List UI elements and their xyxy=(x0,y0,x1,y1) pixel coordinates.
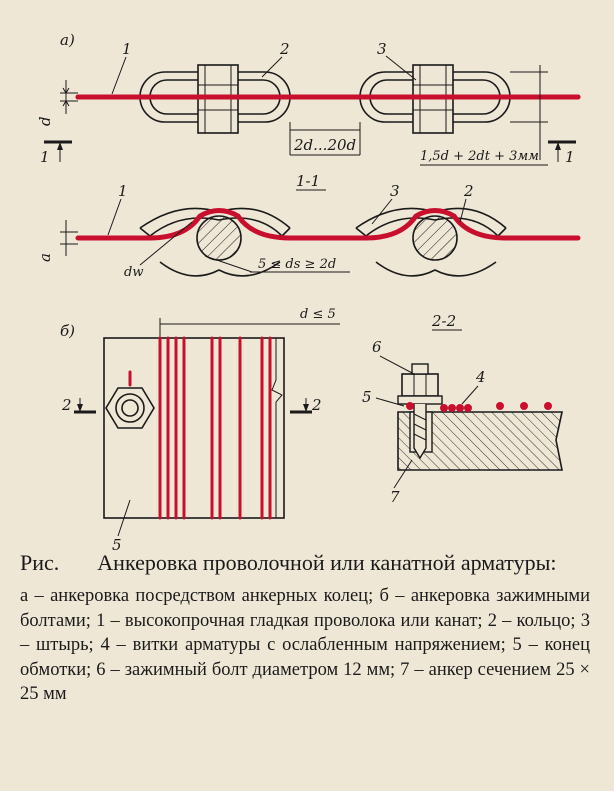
clamp-bolt-top-view xyxy=(105,387,155,429)
panel-label-a: а) xyxy=(60,31,75,49)
dim-spacing: 2d...20d xyxy=(293,136,356,154)
label-part-2-sec: 2 xyxy=(463,182,474,200)
dim-d: d xyxy=(36,116,54,126)
section-1-1-title: 1-1 xyxy=(296,172,320,190)
caption-heading: Рис. Анкеровка проволочной или канатной а… xyxy=(20,548,590,578)
label-part-4: 4 xyxy=(475,368,486,386)
anchor-block xyxy=(103,337,285,519)
dim-a: a xyxy=(36,253,54,262)
pin-right xyxy=(412,215,458,261)
label-part-6: 6 xyxy=(372,338,382,356)
section-mark-1-left: 1 xyxy=(40,148,50,166)
clamp-bolt-section xyxy=(397,363,443,460)
section-mark-2-right: 2 xyxy=(311,396,322,414)
label-part-3: 3 xyxy=(377,40,387,58)
caption-title: Анкеровка проволочной или канатной армат… xyxy=(97,550,557,575)
figure-caption: Рис. Анкеровка проволочной или канатной а… xyxy=(20,548,590,707)
dim-dw: dw xyxy=(124,265,143,280)
wire-windings xyxy=(128,336,272,520)
wire-turns-section xyxy=(406,402,552,412)
caption-body: а – анкеровка посредством анкерных колец… xyxy=(20,586,590,704)
caption-ris: Рис. xyxy=(20,550,60,575)
label-part-7: 7 xyxy=(390,488,400,506)
panel-label-b: б) xyxy=(60,322,75,340)
section-2-2-title: 2-2 xyxy=(431,312,456,330)
label-part-2: 2 xyxy=(279,40,290,58)
wire-section xyxy=(75,208,581,241)
dim-d-le-5: d ≤ 5 xyxy=(300,307,336,322)
anchorage-diagram: а) 1 2 3 d 1 1 2d...20d xyxy=(36,31,581,554)
label-part-5: 5 xyxy=(362,388,372,406)
label-part-3-sec: 3 xyxy=(390,182,400,200)
label-part-1: 1 xyxy=(122,40,132,58)
label-part-1-sec: 1 xyxy=(118,182,128,200)
dim-ds: 5 ≤ ds ≥ 2d xyxy=(258,257,336,272)
label-part-5-plan: 5 xyxy=(112,536,122,554)
dim-ring-length: 1,5d + 2dt + 3мм xyxy=(420,149,539,164)
section-mark-1-right: 1 xyxy=(565,148,575,166)
pin-left xyxy=(196,215,242,261)
anchor-section xyxy=(397,411,563,471)
section-mark-2-left: 2 xyxy=(61,396,72,414)
